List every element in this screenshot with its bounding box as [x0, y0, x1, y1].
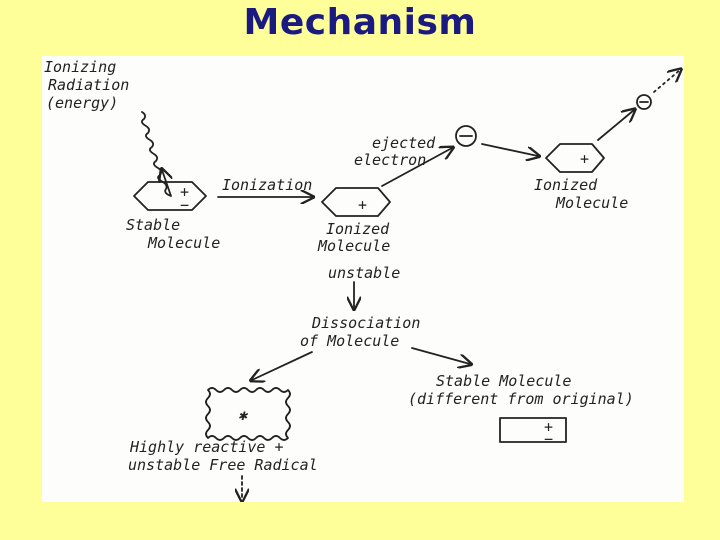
electron-arrow: [481, 143, 538, 156]
ionized-molecule-hexagon: [321, 187, 391, 217]
radical-box: [205, 387, 291, 441]
ejected-label-1: ejected: [372, 134, 436, 152]
radical-mark: ✱: [238, 406, 249, 424]
stable-molecule-hexagon: [133, 181, 207, 211]
dissociation-label-1: Dissociation: [311, 314, 420, 332]
stable-minus: −: [180, 196, 189, 214]
diagram-sketch: Ionizing Radiation (energy) + − Stable M…: [42, 56, 684, 502]
ionized-2-label-1: Ionized: [534, 176, 598, 194]
radiation-label-3: (energy): [46, 94, 118, 112]
slide-title: Mechanism: [243, 2, 477, 43]
ionization-label: Ionization: [222, 176, 312, 194]
stable-label-2: Molecule: [147, 234, 220, 252]
radiation-label-2: Radiation: [48, 76, 129, 94]
dotted-escape-arrow: [653, 70, 680, 93]
ejection-arrow: [381, 148, 452, 187]
stable-plus: +: [180, 183, 189, 201]
radiation-label-1: Ionizing: [44, 58, 116, 76]
ejected-label-2: electron: [354, 151, 426, 169]
unstable-label: unstable: [328, 264, 400, 282]
ionized-label-2: Molecule: [317, 237, 390, 255]
ionized-2-plus: +: [580, 150, 589, 168]
radical-label-1: Highly reactive +: [129, 438, 284, 456]
stable-new-plus: +: [544, 418, 553, 436]
second-electron-arrow: [597, 110, 634, 141]
stable-new-minus: −: [544, 430, 553, 448]
ionized-2-label-2: Molecule: [555, 194, 628, 212]
stable-new-box: [499, 417, 567, 443]
stable-new-label-1: Stable Molecule: [436, 372, 571, 390]
radical-label-2: unstable Free Radical: [128, 456, 318, 474]
second-electron-circle: [636, 94, 652, 110]
radical-arrow: [252, 351, 313, 380]
dissociation-label-2: of Molecule: [300, 332, 399, 350]
ionized-molecule-2-hexagon: [545, 143, 605, 173]
stable-new-arrow: [411, 347, 470, 364]
ionized-label-1: Ionized: [326, 220, 390, 238]
stable-label-1: Stable: [126, 216, 180, 234]
mechanism-diagram: Ionizing Radiation (energy) + − Stable M…: [44, 58, 684, 502]
stable-new-label-2: (different from original): [408, 390, 634, 408]
electron-circle: [455, 125, 477, 147]
ionized-plus: +: [358, 196, 367, 214]
